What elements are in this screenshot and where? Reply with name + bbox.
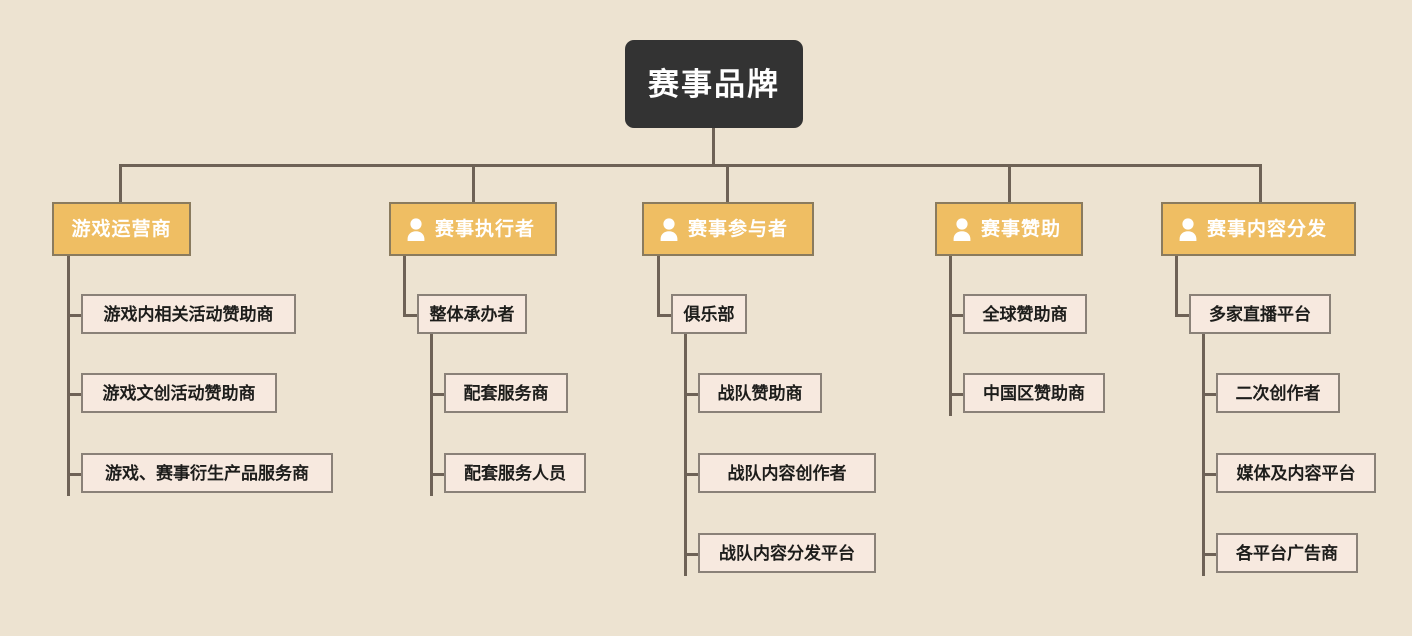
- leaf-node-label: 战队赞助商: [717, 383, 803, 403]
- connector-branch1-elbow-1: [67, 314, 83, 317]
- leaf-node-media-content-platform[interactable]: 媒体及内容平台: [1216, 453, 1376, 493]
- person-icon: [405, 217, 427, 241]
- leaf-node-label: 多家直播平台: [1209, 304, 1311, 324]
- branch-node-event-content-distribution[interactable]: 赛事内容分发: [1161, 202, 1356, 256]
- connector-branch3-spine: [657, 256, 660, 316]
- leaf-node-support-service-provider[interactable]: 配套服务商: [444, 373, 568, 413]
- leaf-node-team-content-distribution-platform[interactable]: 战队内容分发平台: [698, 533, 876, 573]
- branch-node-event-executor[interactable]: 赛事执行者: [389, 202, 557, 256]
- branch-node-label: 赛事内容分发: [1207, 218, 1328, 240]
- connector-root-stem: [712, 128, 715, 166]
- leaf-node-label: 战队内容创作者: [727, 463, 847, 483]
- connector-branch-stem-1: [119, 164, 122, 202]
- connector-branch3-elbow-4: [684, 553, 700, 556]
- person-icon: [1177, 217, 1199, 241]
- branch-node-label: 赛事执行者: [435, 218, 536, 240]
- leaf-node-label: 游戏内相关活动赞助商: [103, 304, 274, 324]
- connector-branch3-elbow-1: [657, 314, 673, 317]
- leaf-node-label: 全球赞助商: [982, 304, 1068, 324]
- connector-main-trunk: [119, 164, 1260, 167]
- person-icon: [951, 217, 973, 241]
- leaf-node-label: 二次创作者: [1235, 383, 1321, 403]
- connector-branch2-elbow-3: [430, 473, 446, 476]
- leaf-node-label: 俱乐部: [683, 304, 735, 324]
- connector-branch3-elbow-2: [684, 393, 700, 396]
- connector-branch5-elbow-4: [1202, 553, 1218, 556]
- leaf-node-live-streaming-platforms[interactable]: 多家直播平台: [1189, 294, 1331, 334]
- leaf-node-in-game-event-sponsor[interactable]: 游戏内相关活动赞助商: [81, 294, 296, 334]
- leaf-node-label: 游戏、赛事衍生产品服务商: [105, 463, 309, 483]
- branch-node-game-operator[interactable]: 游戏运营商: [52, 202, 191, 256]
- connector-branch1-elbow-2: [67, 393, 83, 396]
- person-icon: [658, 217, 680, 241]
- connector-branch5-subspine: [1202, 334, 1205, 576]
- leaf-node-label: 游戏文创活动赞助商: [102, 383, 256, 403]
- connector-branch1-spine: [67, 256, 70, 496]
- leaf-node-secondary-creator[interactable]: 二次创作者: [1216, 373, 1340, 413]
- leaf-node-game-cultural-sponsor[interactable]: 游戏文创活动赞助商: [81, 373, 277, 413]
- connector-branch5-spine: [1175, 256, 1178, 316]
- leaf-node-derivative-product-provider[interactable]: 游戏、赛事衍生产品服务商: [81, 453, 333, 493]
- connector-branch4-elbow-1: [949, 314, 965, 317]
- leaf-node-label: 战队内容分发平台: [719, 543, 855, 563]
- connector-branch5-elbow-2: [1202, 393, 1218, 396]
- leaf-node-team-sponsor[interactable]: 战队赞助商: [698, 373, 822, 413]
- leaf-node-team-content-creator[interactable]: 战队内容创作者: [698, 453, 876, 493]
- leaf-node-label: 配套服务商: [463, 383, 549, 403]
- leaf-node-platform-advertisers[interactable]: 各平台广告商: [1216, 533, 1358, 573]
- connector-branch4-spine: [949, 256, 952, 416]
- leaf-node-label: 媒体及内容平台: [1236, 463, 1356, 483]
- connector-branch3-subspine: [684, 334, 687, 576]
- connector-branch5-elbow-1: [1175, 314, 1191, 317]
- branch-node-label: 游戏运营商: [71, 218, 172, 240]
- connector-branch-stem-5: [1259, 164, 1262, 202]
- connector-branch2-subspine: [430, 334, 433, 496]
- leaf-node-label: 各平台广告商: [1236, 543, 1338, 563]
- leaf-node-label: 中国区赞助商: [983, 383, 1085, 403]
- connector-branch4-elbow-2: [949, 393, 965, 396]
- leaf-node-label: 配套服务人员: [464, 463, 566, 483]
- connector-branch5-elbow-3: [1202, 473, 1218, 476]
- connector-branch1-elbow-3: [67, 473, 83, 476]
- leaf-node-china-sponsor[interactable]: 中国区赞助商: [963, 373, 1105, 413]
- branch-node-label: 赛事参与者: [688, 218, 789, 240]
- root-node-label: 赛事品牌: [648, 66, 780, 102]
- leaf-node-support-service-staff[interactable]: 配套服务人员: [444, 453, 586, 493]
- connector-branch3-elbow-3: [684, 473, 700, 476]
- leaf-node-overall-organizer[interactable]: 整体承办者: [417, 294, 527, 334]
- connector-branch2-elbow-1: [403, 314, 419, 317]
- connector-branch-stem-3: [726, 164, 729, 202]
- branch-node-label: 赛事赞助: [981, 218, 1062, 240]
- leaf-node-label: 整体承办者: [429, 304, 515, 324]
- branch-node-event-participant[interactable]: 赛事参与者: [642, 202, 814, 256]
- branch-node-event-sponsorship[interactable]: 赛事赞助: [935, 202, 1083, 256]
- leaf-node-club[interactable]: 俱乐部: [671, 294, 747, 334]
- connector-branch-stem-4: [1008, 164, 1011, 202]
- leaf-node-global-sponsor[interactable]: 全球赞助商: [963, 294, 1087, 334]
- connector-branch-stem-2: [472, 164, 475, 202]
- connector-branch2-spine: [403, 256, 406, 316]
- root-node-event-brand[interactable]: 赛事品牌: [625, 40, 803, 128]
- connector-branch2-elbow-2: [430, 393, 446, 396]
